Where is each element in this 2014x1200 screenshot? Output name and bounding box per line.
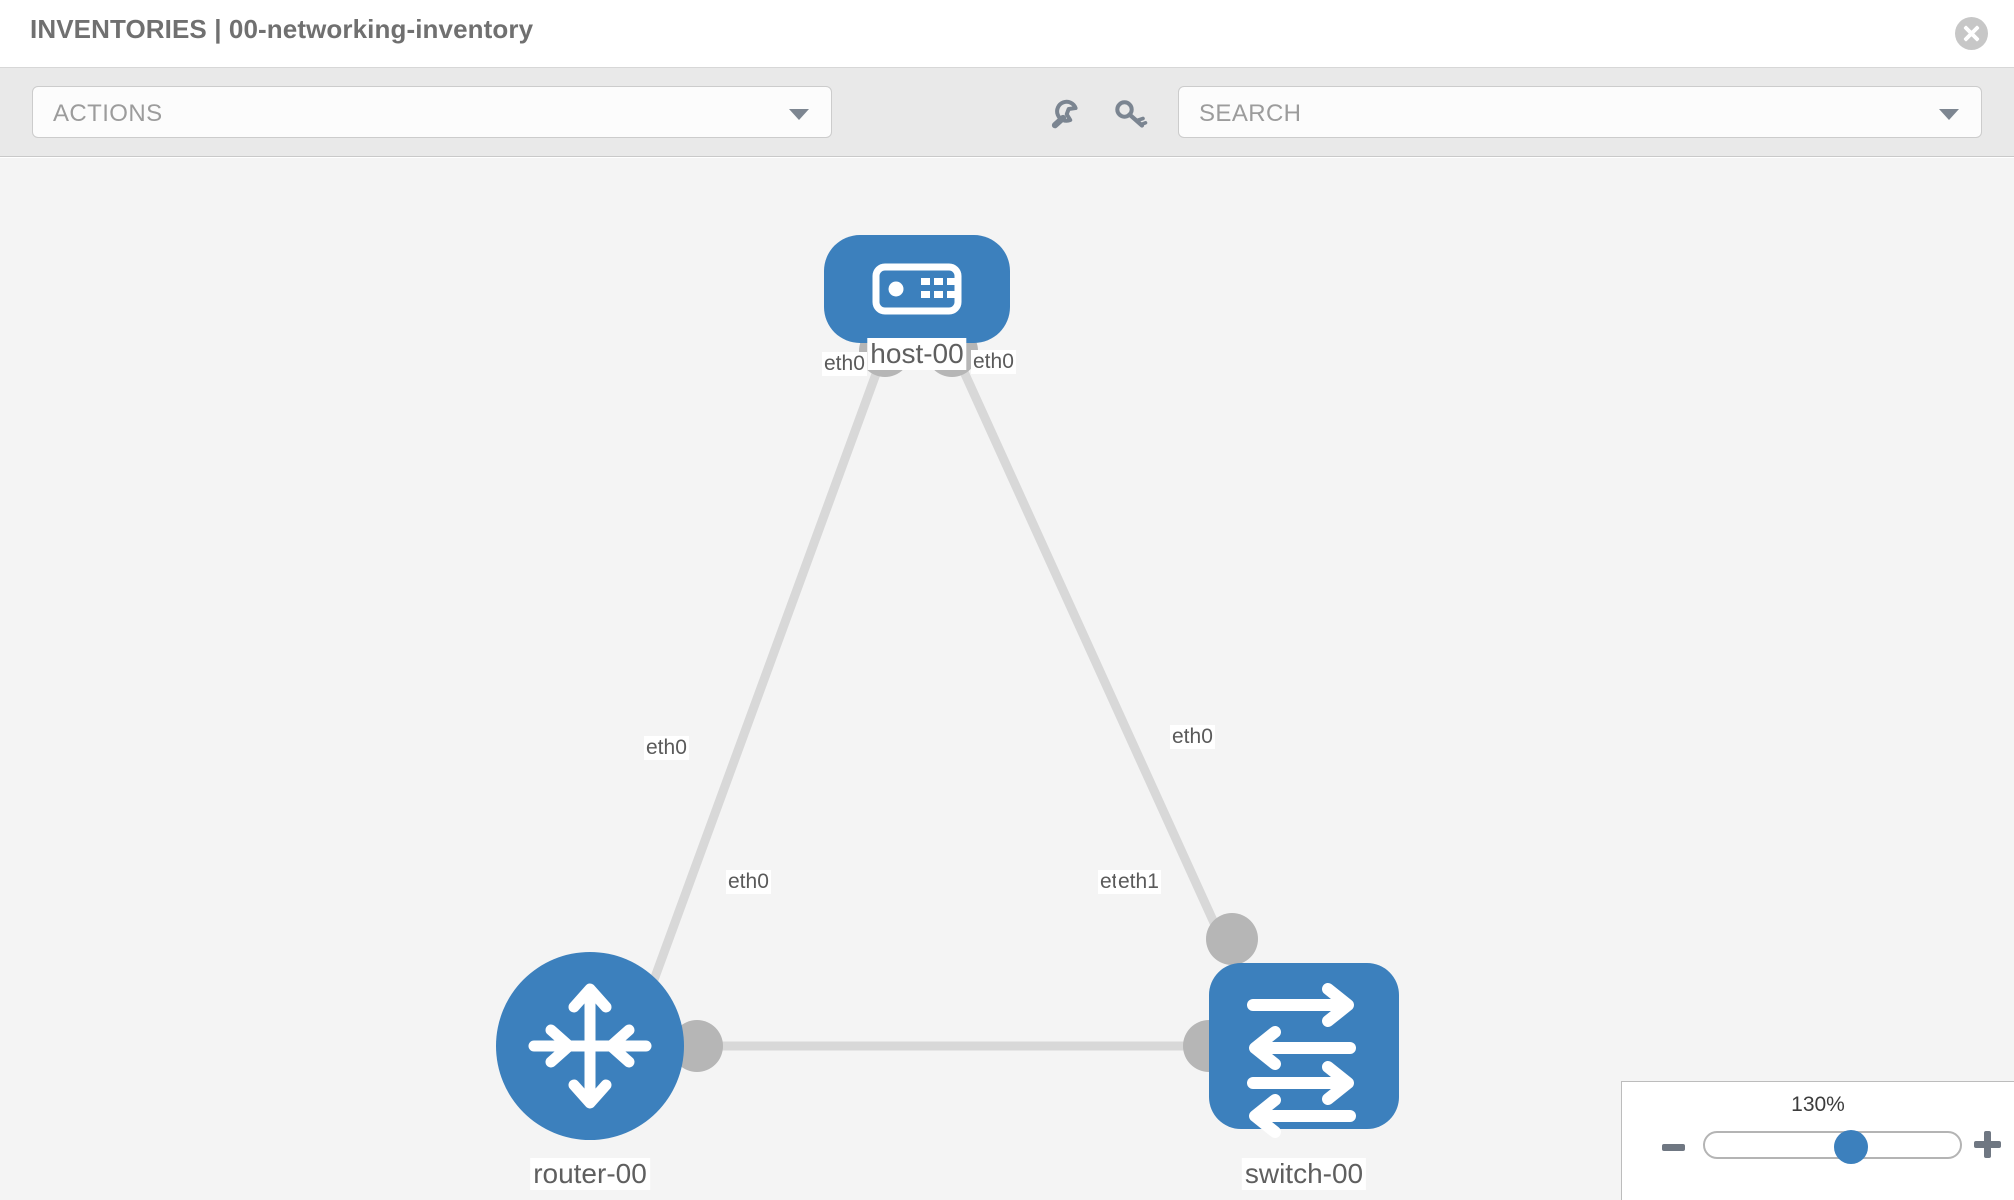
close-icon[interactable] — [1955, 17, 1988, 50]
zoom-slider-handle[interactable] — [1834, 1130, 1868, 1164]
topology-graph — [496, 235, 1399, 1140]
topology-canvas[interactable]: host-00 router-00 switch-00 eth0 eth0 et… — [0, 158, 2014, 1200]
page-title: INVENTORIES | 00-networking-inventory — [30, 14, 534, 44]
iface-label-router-eth0-up: eth0 — [644, 736, 689, 760]
actions-dropdown[interactable]: ACTIONS — [32, 86, 832, 138]
server-icon — [872, 263, 962, 315]
node-label-host-00: host-00 — [867, 338, 967, 370]
edge-host-switch — [955, 361, 1235, 960]
router-arrows-icon — [528, 983, 652, 1109]
iface-label-host-eth0-left: eth0 — [822, 352, 867, 376]
toolbar: ACTIONS SEARCH — [0, 68, 2014, 157]
key-icon[interactable] — [1110, 94, 1150, 134]
iface-label-router-eth0-right: eth0 — [726, 870, 771, 894]
endpoint-switch-top — [1206, 913, 1258, 965]
iface-label-host-eth0-right: eth0 — [971, 350, 1016, 374]
edge-host-router — [635, 361, 885, 1020]
zoom-out-button[interactable] — [1662, 1144, 1685, 1151]
zoom-slider-track[interactable] — [1703, 1130, 1962, 1164]
node-label-switch-00: switch-00 — [1241, 1158, 1367, 1190]
actions-dropdown-label: ACTIONS — [53, 100, 163, 127]
chevron-down-icon — [789, 109, 809, 120]
chevron-down-icon — [1939, 109, 1959, 120]
iface-label-switch-eth1-left: eth1 — [1116, 870, 1161, 894]
node-switch-00 — [1209, 963, 1399, 1138]
node-label-router-00: router-00 — [530, 1158, 650, 1190]
node-router-00 — [496, 952, 684, 1140]
zoom-in-button[interactable] — [1974, 1131, 2001, 1158]
switch-arrows-icon — [1247, 983, 1356, 1138]
zoom-control-panel: 130% — [1621, 1081, 2014, 1200]
page-header: INVENTORIES | 00-networking-inventory — [0, 0, 2014, 68]
node-host-00 — [824, 235, 1010, 343]
iface-label-switch-eth0-up: eth0 — [1170, 725, 1215, 749]
search-input[interactable]: SEARCH — [1178, 86, 1982, 138]
search-placeholder: SEARCH — [1199, 100, 1302, 127]
graph-edges — [635, 361, 1235, 1051]
zoom-level-value: 130% — [1791, 1093, 1845, 1116]
endpoint-router-right — [671, 1020, 723, 1072]
wrench-icon[interactable] — [1043, 94, 1083, 134]
